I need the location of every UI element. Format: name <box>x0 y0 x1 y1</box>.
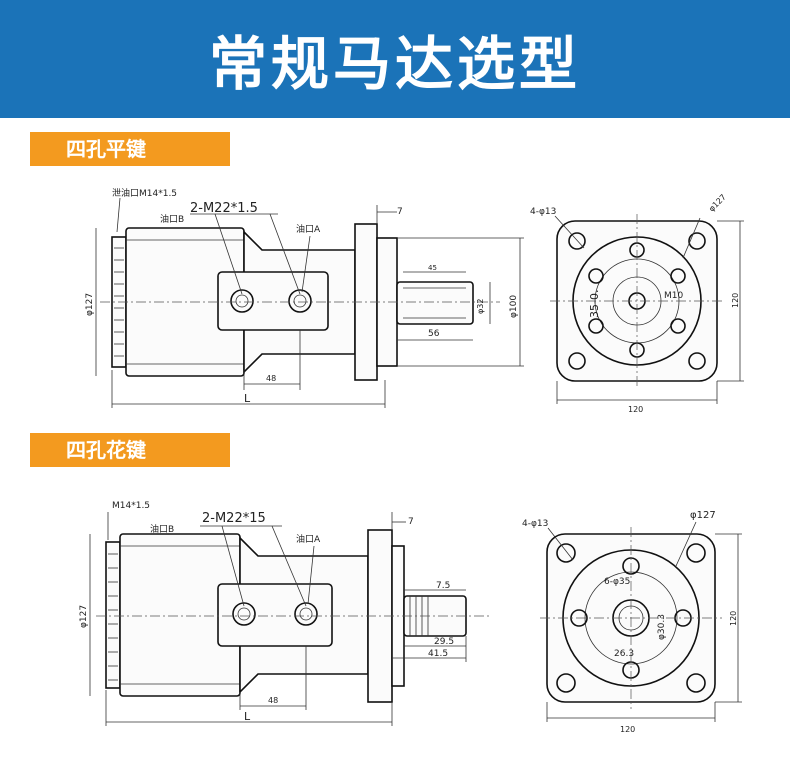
bolt-hole <box>686 673 706 693</box>
port-thread-label: 2-M22*1.5 <box>190 201 258 216</box>
dim-body-diameter: φ127 <box>79 605 89 628</box>
port-a-label: 油口A <box>296 533 321 545</box>
output-shaft <box>396 281 474 325</box>
header-banner: 常规马达选型 <box>0 0 790 118</box>
dim-shaft-total: 41.5 <box>428 649 448 659</box>
port-b-circle <box>230 289 254 313</box>
port-a-circle <box>294 602 318 626</box>
port-a-circle <box>288 289 312 313</box>
thread-label: M10 <box>664 291 683 301</box>
bolt-holes-label: 4-φ13 <box>530 207 556 217</box>
page-title: 常规马达选型 <box>208 30 581 98</box>
dim-total-length: L <box>244 392 251 405</box>
dim-port-offset: 48 <box>268 696 278 705</box>
bolt-hole <box>556 673 576 693</box>
port-block <box>217 271 329 331</box>
circle-diameter-label: φ127 <box>690 510 716 521</box>
side-view-spline: M14*1.5 2-M22*15 油口B 油口A 7 7.5 29.5 41.5… <box>79 501 490 726</box>
port-a-label: 油口A <box>296 223 321 235</box>
inner-bolt <box>588 318 604 334</box>
bolt-hole <box>568 232 586 250</box>
dim-flange-thickness: 7 <box>408 517 414 527</box>
port-b-label: 油口B <box>160 213 184 225</box>
port-thread-label: 2-M22*15 <box>202 511 266 526</box>
port-b-label: 油口B <box>150 523 174 535</box>
inner-bolt <box>670 318 686 334</box>
port-block <box>217 583 333 647</box>
dim-shaft-length: 56 <box>428 329 440 339</box>
bolt-hole <box>688 352 706 370</box>
dim-shaft-length: 29.5 <box>434 637 454 647</box>
width-label: 120 <box>620 725 635 734</box>
bolt-hole <box>568 352 586 370</box>
section-label-spline: 四孔花键 <box>30 433 230 467</box>
spline-label-1: 6-φ35 <box>604 577 630 587</box>
height-label: 120 <box>729 611 738 626</box>
drain-label: 泄油口M14*1.5 <box>112 187 177 199</box>
drain-label: M14*1.5 <box>112 501 150 511</box>
dim-pilot-diameter: φ100 <box>509 295 519 318</box>
bolt-hole <box>556 543 576 563</box>
circle-diameter-label: φ127 <box>707 193 728 214</box>
dim-total-length: L <box>244 710 251 723</box>
section-label-flat-key: 四孔平键 <box>30 132 230 166</box>
dim-shaft-diameter: φ32 <box>476 299 485 314</box>
spline-label-2: φ30.3 <box>657 614 667 640</box>
front-view-flat-key: 4-φ13 φ127 M10 35-0. 120 120 <box>530 193 744 414</box>
width-label: 120 <box>628 405 643 414</box>
dim-key-length: 45 <box>428 264 437 272</box>
spline-label-3: 26.3 <box>614 649 634 659</box>
inner-bolt <box>588 268 604 284</box>
key-label: 35-0. <box>588 290 601 318</box>
height-label: 120 <box>731 293 740 308</box>
port-b-circle <box>232 602 256 626</box>
dim-flange-thickness: 7 <box>397 207 403 217</box>
dim-body-diameter: φ127 <box>85 293 95 316</box>
dim-port-offset: 48 <box>266 374 276 383</box>
bolt-hole <box>686 543 706 563</box>
side-view-flat-key: 泄油口M14*1.5 2-M22*1.5 油口B 油口A 7 45 56 φ32… <box>85 187 524 408</box>
front-view-spline: 4-φ13 φ127 6-φ35 φ30.3 26.3 120 120 <box>522 510 742 734</box>
bolt-hole <box>688 232 706 250</box>
inner-bolt <box>670 268 686 284</box>
bolt-holes-label: 4-φ13 <box>522 519 548 529</box>
dim-spline-length: 7.5 <box>436 581 450 591</box>
